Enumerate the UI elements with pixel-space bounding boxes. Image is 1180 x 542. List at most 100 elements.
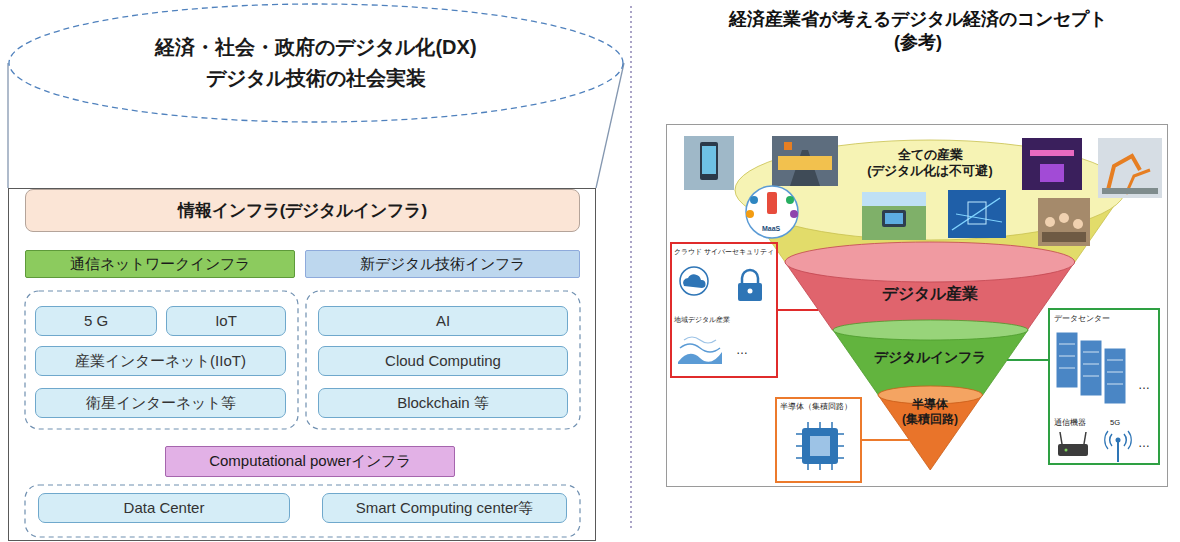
text-holder: 半導体 (集積回路) <box>890 397 970 427</box>
server-icon <box>1107 384 1123 385</box>
category-label: 新デジタル技術インフラ <box>305 250 580 278</box>
regional-icon <box>684 337 716 343</box>
industry-photo <box>956 214 1002 222</box>
infrastructure-frame: 通信ネットワークインフラ新デジタル技術インフラ5 GIoT産業インターネット(I… <box>8 188 596 541</box>
industry-photo <box>1073 219 1083 229</box>
industry-photo <box>790 150 820 186</box>
connector-line <box>7 63 8 188</box>
text-holder: 半導体（集積回路） <box>780 402 852 411</box>
chip-icon <box>810 436 830 456</box>
server-icon <box>1104 348 1126 404</box>
item-box: Blockchain 等 <box>318 388 568 418</box>
text-holder: 5G <box>1110 418 1120 427</box>
chip-icon <box>796 445 844 447</box>
funnel-face <box>833 320 1028 340</box>
item-box: Data Center <box>38 493 290 523</box>
item-box: Smart Computing center等 <box>322 493 567 523</box>
chip-icon <box>831 422 833 470</box>
server-icon <box>1059 344 1123 384</box>
funnel-layer: デジタル産業 <box>785 242 1075 330</box>
industry-photo <box>1045 217 1055 227</box>
text-holder: Data Center <box>124 499 205 518</box>
text-holder: AI <box>436 312 450 331</box>
label-holder: MaaS <box>762 225 780 234</box>
node-label: AI <box>436 312 450 331</box>
text-holder: クラウド <box>674 248 702 257</box>
chip-icon <box>807 422 809 470</box>
antenna-icon <box>1110 434 1112 446</box>
node-label: Blockchain 等 <box>397 394 489 413</box>
maas-icon <box>746 210 754 218</box>
chip-icon <box>796 457 844 459</box>
node-label: IoT <box>215 312 237 331</box>
antenna-icon <box>1105 431 1132 462</box>
industry-photo <box>684 136 734 190</box>
example-box: クラウドサイバーセキュリティ地域デジタル産業… <box>670 242 778 378</box>
industry-photo <box>700 142 718 180</box>
industry-photo <box>1042 232 1086 242</box>
industry-photo <box>784 142 792 150</box>
server-icon <box>1059 356 1075 357</box>
cloud-icon <box>683 274 706 288</box>
lock-icon <box>748 289 753 294</box>
connector-line <box>1007 359 1048 361</box>
node-label: Smart Computing center等 <box>356 499 534 518</box>
group-outline <box>306 291 580 429</box>
server-icon <box>1107 372 1123 373</box>
goal-ellipse: 経済・社会・政府のデジタル化(DX)デジタル技術の社会実装 <box>8 3 624 123</box>
example-box: データセンター…通信機器5G… <box>1048 308 1160 465</box>
antenna-icon <box>1124 434 1126 446</box>
funnel-face <box>878 386 982 404</box>
item-caption: データセンター <box>1054 314 1110 323</box>
item-caption: サイバーセキュリティ <box>704 248 774 257</box>
industry-photo <box>862 192 926 206</box>
router-icon <box>1058 444 1088 456</box>
industry-photo <box>1022 138 1082 190</box>
funnel-face <box>785 242 1075 282</box>
industry-photo <box>862 192 926 240</box>
industry-photo <box>684 136 734 190</box>
industry-photo <box>1098 138 1162 198</box>
maas-icon <box>767 192 777 214</box>
text-holder: デジタル技術の社会実装 <box>206 66 426 91</box>
text-holder: データセンター <box>1054 314 1110 323</box>
text-holder: 産業インターネット(IIoT) <box>75 352 246 371</box>
chip-icon <box>802 428 838 464</box>
text-holder: Blockchain 等 <box>397 394 489 413</box>
title-holder: 経済産業省が考えるデジタル経済のコンセプト (参考) <box>708 8 1128 53</box>
cloud-icon <box>680 267 708 295</box>
ellipse-outline <box>8 3 624 123</box>
figure-frame <box>667 125 1168 487</box>
industry-photo <box>948 190 1006 238</box>
industry-photo <box>1059 213 1069 223</box>
item-caption: … <box>1138 436 1150 451</box>
industry-photo <box>772 136 838 186</box>
text-holder: 地域デジタル産業 <box>674 316 730 325</box>
industry-photo <box>1102 188 1158 194</box>
cloud-icon <box>680 267 708 295</box>
text-holder: デジタル産業 <box>860 284 1000 304</box>
text-holder: サイバーセキュリティ <box>704 248 774 257</box>
industry-photo <box>968 202 986 224</box>
icon-label: MaaS <box>762 225 780 234</box>
item-box: 衛星インターネット等 <box>35 388 286 418</box>
node-label: Computational powerインフラ <box>209 452 411 471</box>
text-holder: Cloud Computing <box>385 352 501 371</box>
industry-photo <box>948 190 1006 238</box>
node-label: Data Center <box>124 499 205 518</box>
category-label: Computational powerインフラ <box>165 446 455 477</box>
router-icon <box>1060 432 1062 444</box>
industry-photo <box>1038 198 1090 246</box>
group-outline <box>25 485 580 537</box>
industry-photo <box>1030 150 1074 156</box>
antenna-icon <box>1128 431 1131 449</box>
example-box: 半導体（集積回路） <box>775 397 862 483</box>
text-holder: 全ての産業 (デジタル化は不可避) <box>850 148 1010 179</box>
connector-line <box>862 439 909 441</box>
node-label: 新デジタル技術インフラ <box>360 255 525 274</box>
funnel-body <box>878 395 982 470</box>
node-label: デジタル技術の社会実装 <box>206 66 426 91</box>
server-icon <box>1080 340 1102 396</box>
item-caption: … <box>1138 378 1150 393</box>
industry-photo <box>1022 138 1082 190</box>
